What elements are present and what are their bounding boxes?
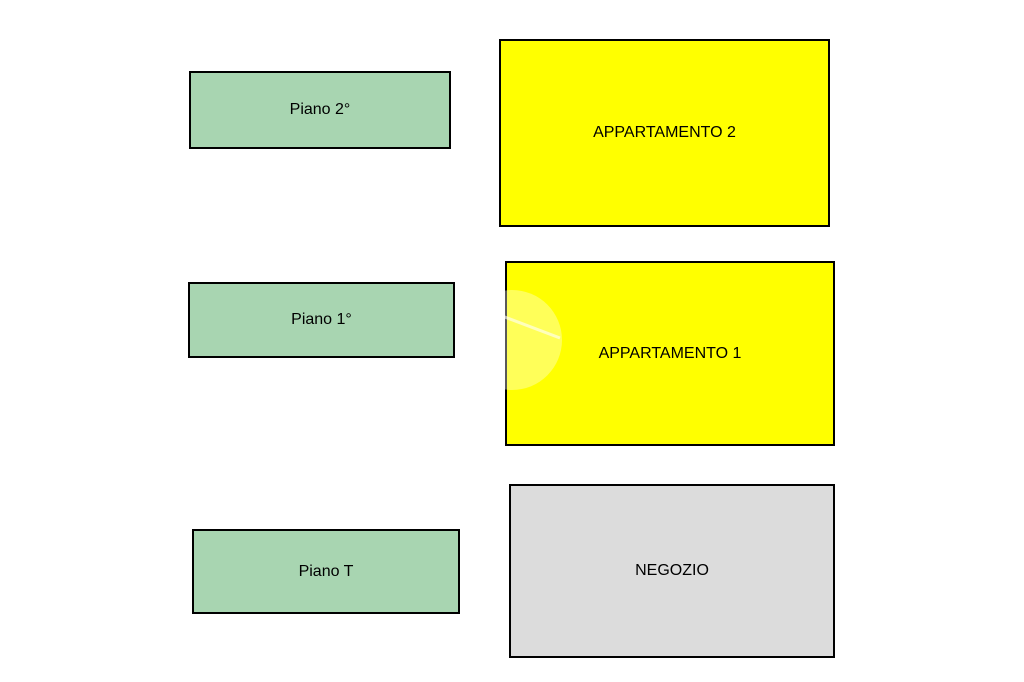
apartment-1-label: APPARTAMENTO 1 <box>598 344 742 362</box>
floor-label-1: Piano 1° <box>291 311 352 328</box>
apartment-2-box: APPARTAMENTO 2 <box>499 39 830 227</box>
floor-label-box-1: Piano 1° <box>188 282 455 358</box>
floor-label-ground: Piano T <box>298 562 354 580</box>
shop-box: NEGOZIO <box>509 484 835 658</box>
floor-label-box-ground: Piano T <box>192 529 460 614</box>
apartment-2-label: APPARTAMENTO 2 <box>593 124 736 141</box>
shop-label: NEGOZIO <box>635 562 709 579</box>
floor-label-2: Piano 2° <box>289 101 351 118</box>
apartment-1-box: APPARTAMENTO 1 <box>505 261 835 446</box>
floor-label-box-2: Piano 2° <box>189 71 451 149</box>
